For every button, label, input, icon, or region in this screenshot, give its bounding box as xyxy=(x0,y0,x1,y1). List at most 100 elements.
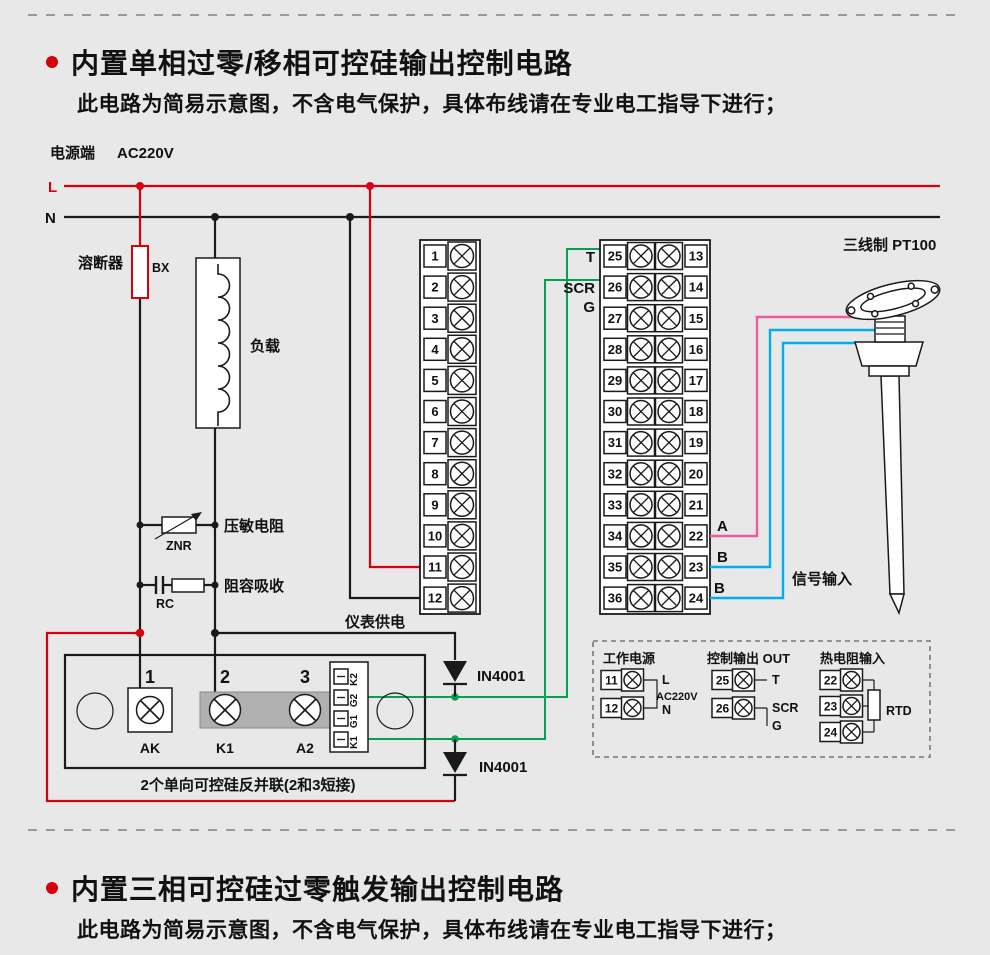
module-caption: 2个单向可控硅反并联(2和3短接) xyxy=(140,776,355,794)
terminal-number: 23 xyxy=(689,560,703,575)
load-label: 负载 xyxy=(250,337,280,355)
terminal-number: 14 xyxy=(689,280,704,295)
terminal-number: 3 xyxy=(431,311,438,326)
terminal-number: 36 xyxy=(608,591,622,606)
section2-subtitle: 此电路为简易示意图，不含电气保护，具体布线请在专业电工指导下进行； xyxy=(77,919,787,942)
terminal-number-box xyxy=(684,306,708,330)
legend-box xyxy=(592,640,931,758)
terminal-number: 11 xyxy=(428,560,442,575)
pt100-label: 三线制 PT100 xyxy=(843,236,936,254)
terminal-number-box xyxy=(423,399,447,424)
module-terminal1-label: AK xyxy=(140,740,160,756)
terminal-number-box xyxy=(603,399,627,424)
rc-resistor xyxy=(171,578,205,593)
line-l-label: L xyxy=(48,179,57,196)
instrument-supply-wires: 仪表供电 xyxy=(344,186,420,631)
load-branch: 负载 xyxy=(195,217,280,700)
label-scr: SCR xyxy=(563,280,595,297)
section1-header: 内置单相过零/移相可控硅输出控制电路 xyxy=(46,42,573,82)
probe-neck xyxy=(874,315,906,343)
legend-voltage-label: AC220V xyxy=(656,691,698,703)
terminal-number: 4 xyxy=(431,342,439,357)
terminal-number-box xyxy=(603,524,627,548)
legend-l-label: L xyxy=(662,673,670,687)
terminal-number-box xyxy=(423,337,447,362)
terminal-number-box xyxy=(684,555,708,579)
terminal-number: 7 xyxy=(431,435,438,450)
terminal-number: 19 xyxy=(689,435,703,450)
line-n-label: N xyxy=(45,210,56,227)
terminal-number: 15 xyxy=(689,311,703,326)
signal-input-label: 信号输入 xyxy=(792,570,852,588)
terminal-number: 35 xyxy=(608,560,622,575)
terminal-number: 5 xyxy=(431,373,438,388)
terminal-number: 6 xyxy=(431,404,438,419)
power-terminal-label: 电源端 xyxy=(50,144,95,162)
power-rails: 电源端 AC220V L N xyxy=(45,144,940,227)
strip-side-labels: T SCR G A B B xyxy=(563,249,728,597)
legend-scr-label: SCR xyxy=(772,701,798,715)
section1-title: 内置单相过零/移相可控硅输出控制电路 xyxy=(71,48,573,79)
terminal-number: 16 xyxy=(689,342,703,357)
terminal-number-box xyxy=(684,244,708,268)
diode-bottom: IN4001 xyxy=(443,739,527,801)
terminal-number: 12 xyxy=(428,591,442,606)
terminal-number-box xyxy=(603,586,627,610)
probe-tip xyxy=(888,593,905,616)
terminal-number: 23 xyxy=(824,700,838,714)
terminal-number-box xyxy=(423,586,447,610)
terminal-number: 26 xyxy=(608,280,622,295)
varistor-label: 压敏电阻 xyxy=(224,517,284,535)
probe-collar xyxy=(868,365,910,377)
terminal-number: 32 xyxy=(608,466,622,481)
terminal-number: 11 xyxy=(605,674,618,688)
terminal-number: 29 xyxy=(608,373,622,388)
terminal-number: 13 xyxy=(689,249,703,264)
legend-col3-title: 热电阻输入 xyxy=(820,651,885,666)
diode2-label: IN4001 xyxy=(479,759,527,776)
terminal-number-box xyxy=(423,493,447,517)
diode1-label: IN4001 xyxy=(477,668,525,685)
terminal-number: 22 xyxy=(824,674,838,688)
strip-outline xyxy=(599,239,711,615)
probe-head xyxy=(845,279,941,321)
terminal-number: 1 xyxy=(431,249,438,264)
terminal-number-box xyxy=(684,493,708,517)
label-b1: B xyxy=(717,549,728,566)
legend-t-label: T xyxy=(772,673,780,687)
terminal-number: 24 xyxy=(689,591,704,606)
terminal-strip-right: 2526272829303132333435361314151617181920… xyxy=(599,239,711,615)
terminal-number-box xyxy=(684,368,708,393)
probe-rod xyxy=(880,375,905,595)
terminal-number: 17 xyxy=(689,373,703,388)
diode-symbol xyxy=(443,661,467,682)
terminal-number: 25 xyxy=(608,249,622,264)
terminal-number-box xyxy=(603,337,627,362)
terminal-number: 24 xyxy=(824,726,838,740)
module-terminal2-label: K1 xyxy=(216,740,234,756)
diode-symbol xyxy=(443,752,467,773)
module-terminal1-number: 1 xyxy=(145,667,155,687)
scr-side-terminal-label: G2 xyxy=(349,693,360,707)
power-voltage-label: AC220V xyxy=(117,145,174,162)
terminal-number-box xyxy=(684,399,708,424)
scr-side-terminal-label: K1 xyxy=(349,736,360,749)
varistor-arrowhead xyxy=(191,512,202,521)
terminal-number: 18 xyxy=(689,404,703,419)
legend-g-label: G xyxy=(772,719,782,733)
scr-side-terminal-label: K2 xyxy=(349,673,360,686)
section1-bullet-icon xyxy=(46,56,58,68)
fuse-code: BX xyxy=(152,261,170,275)
rc-code: RC xyxy=(156,597,174,611)
legend-col2-title: 控制输出 OUT xyxy=(707,651,790,666)
terminal-number-box xyxy=(423,368,447,393)
varistor-branch: 压敏电阻 ZNR xyxy=(136,512,284,553)
meter-supply-label: 仪表供电 xyxy=(344,613,405,631)
junction-dot xyxy=(211,629,219,637)
terminal-number-box xyxy=(603,493,627,517)
